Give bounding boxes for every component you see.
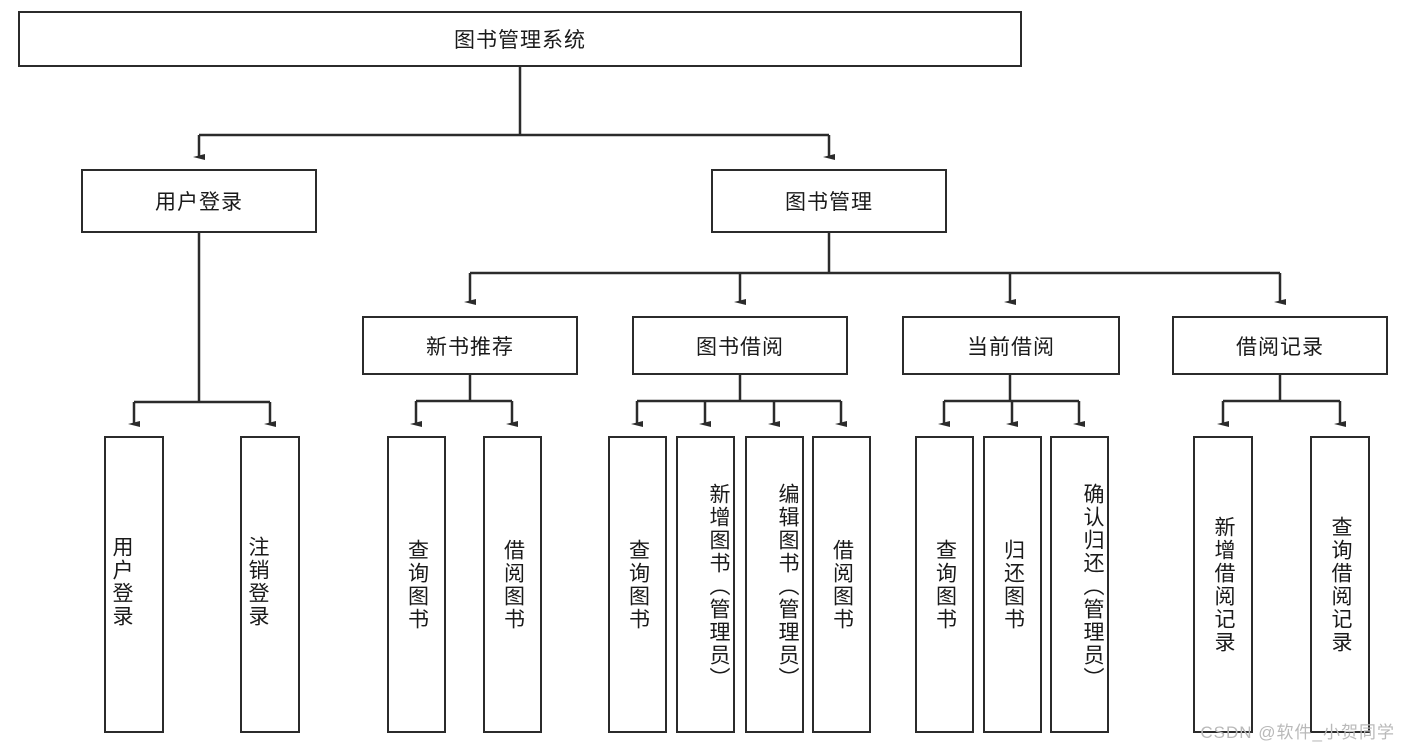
leaf-node-label: 查询图书 — [626, 538, 650, 631]
leaf-node[interactable]: 归还图书 — [983, 436, 1042, 733]
node-root[interactable]: 图书管理系统 — [18, 11, 1022, 67]
node-user-login[interactable]: 用户登录 — [81, 169, 317, 233]
csdn-watermark: CSDN @软件_小贺同学 — [1200, 723, 1395, 742]
node-root-label: 图书管理系统 — [454, 29, 586, 52]
leaf-node-label: 借阅图书 — [501, 538, 525, 631]
node-current-borrowing[interactable]: 当前借阅 — [902, 316, 1120, 375]
leaf-node[interactable]: 注销登录 — [240, 436, 300, 733]
node-book-management[interactable]: 图书管理 — [711, 169, 947, 233]
node-new-book-recommendation-label: 新书推荐 — [426, 335, 514, 359]
node-new-book-recommendation[interactable]: 新书推荐 — [362, 316, 578, 375]
leaf-node-label: 借阅图书 — [830, 538, 854, 631]
leaf-node[interactable]: 新增图书（管理员） — [676, 436, 735, 733]
leaf-node[interactable]: 新增借阅记录 — [1193, 436, 1253, 733]
node-book-borrowing[interactable]: 图书借阅 — [632, 316, 848, 375]
leaf-node-label: 编辑图书（管理员） — [776, 483, 799, 690]
node-book-borrowing-label: 图书借阅 — [696, 335, 784, 359]
leaf-node-label: 确认归还（管理员） — [1081, 483, 1104, 690]
leaf-node[interactable]: 查询借阅记录 — [1310, 436, 1370, 733]
leaf-node-label: 新增借阅记录 — [1212, 515, 1235, 654]
node-user-login-label: 用户登录 — [155, 191, 243, 214]
node-borrowing-records[interactable]: 借阅记录 — [1172, 316, 1388, 375]
leaf-node-label: 新增图书（管理员） — [707, 483, 730, 690]
leaf-node[interactable]: 查询图书 — [608, 436, 667, 733]
node-borrowing-records-label: 借阅记录 — [1236, 335, 1324, 359]
leaf-node[interactable]: 查询图书 — [915, 436, 974, 733]
leaf-node[interactable]: 确认归还（管理员） — [1050, 436, 1109, 733]
leaf-node-label: 查询图书 — [405, 538, 429, 631]
leaf-node-label: 注销登录 — [246, 535, 269, 628]
leaf-node[interactable]: 借阅图书 — [812, 436, 871, 733]
leaf-node[interactable]: 借阅图书 — [483, 436, 542, 733]
leaf-node[interactable]: 查询图书 — [387, 436, 446, 733]
node-book-management-label: 图书管理 — [785, 191, 873, 214]
leaf-node[interactable]: 编辑图书（管理员） — [745, 436, 804, 733]
node-current-borrowing-label: 当前借阅 — [967, 335, 1055, 359]
leaf-node-label: 归还图书 — [1001, 538, 1025, 631]
leaf-node-label: 用户登录 — [110, 535, 133, 628]
leaf-node-label: 查询借阅记录 — [1329, 515, 1352, 654]
leaf-node-label: 查询图书 — [933, 538, 957, 631]
leaf-node[interactable]: 用户登录 — [104, 436, 164, 733]
